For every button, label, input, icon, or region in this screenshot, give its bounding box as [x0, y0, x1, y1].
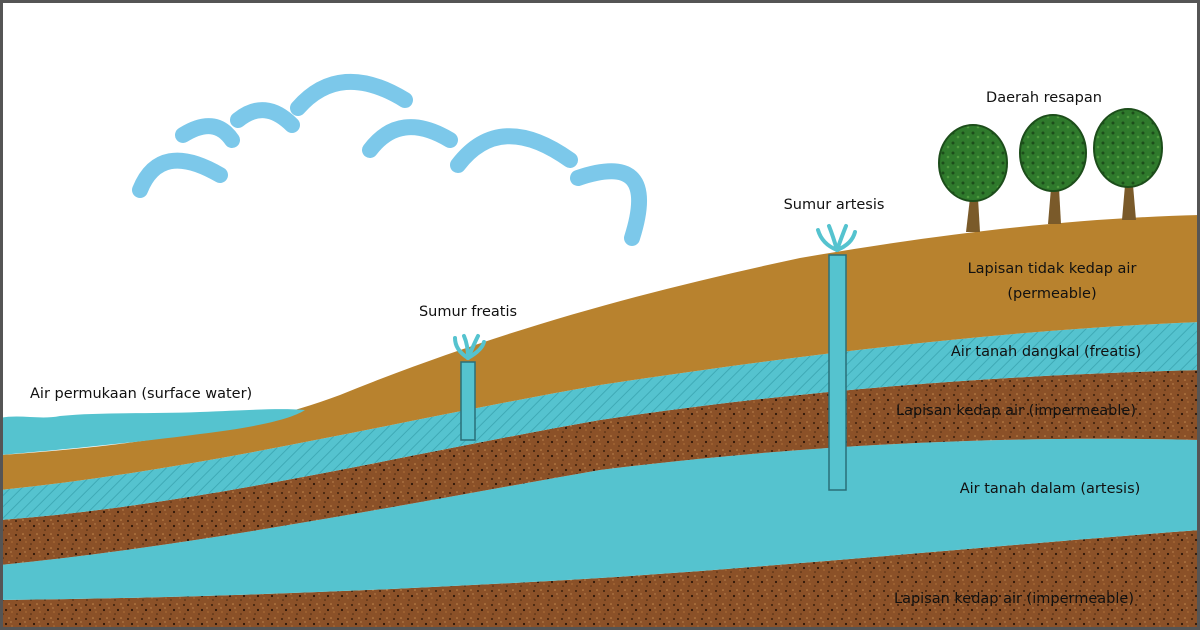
tree-icon [938, 124, 1008, 232]
surface-water-label: Air permukaan (surface water) [30, 386, 252, 402]
water-fountain-icon [453, 334, 486, 360]
permeable-layer-label-line1: Lapisan tidak kedap air [968, 261, 1137, 277]
shallow-groundwater-label: Air tanah dangkal (freatis) [951, 344, 1141, 360]
cloud-icon [132, 73, 648, 246]
permeable-soil-layer [0, 215, 1200, 490]
shallow-groundwater-layer [0, 322, 1200, 520]
impermeable-upper-label: Lapisan kedap air (impermeable) [896, 403, 1136, 419]
artesian-well [816, 224, 857, 491]
well-pipe-icon [828, 254, 847, 491]
tree-icon [1019, 114, 1087, 224]
impermeable-layer-upper [0, 370, 1200, 565]
artesian-well-label: Sumur artesis [784, 197, 885, 213]
tree-icon [1093, 108, 1163, 220]
impermeable-lower-label: Lapisan kedap air (impermeable) [894, 591, 1134, 607]
recharge-area-label: Daerah resapan [986, 90, 1102, 106]
permeable-layer-label-line2: (permeable) [1007, 286, 1096, 302]
phreatic-well [453, 334, 486, 441]
deep-groundwater-layer [0, 438, 1200, 600]
well-pipe-icon [460, 361, 476, 441]
surface-water [0, 409, 305, 455]
deep-groundwater-label: Air tanah dalam (artesis) [960, 481, 1141, 497]
impermeable-layer-lower [0, 530, 1200, 630]
phreatic-well-label: Sumur freatis [419, 304, 517, 320]
water-fountain-icon [816, 224, 857, 252]
